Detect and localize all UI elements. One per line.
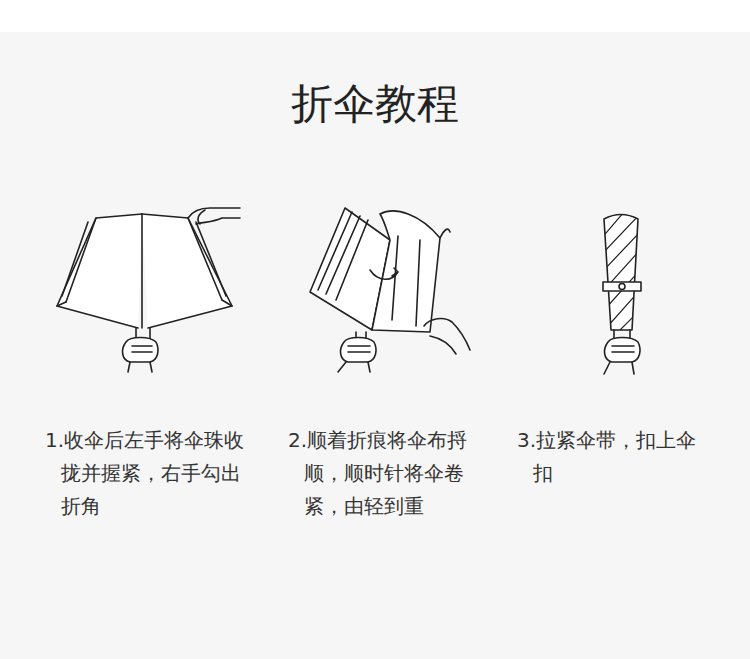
umbrella-open bbox=[57, 208, 240, 372]
page-title: 折伞教程 bbox=[0, 76, 750, 132]
step-text: 3.拉紧伞带，扣上伞扣 bbox=[517, 424, 703, 490]
step-text: 2.顺着折痕将伞布捋顺，顺时针将伞卷紧，由轻到重 bbox=[288, 424, 474, 523]
step-text: 1.收伞后左手将伞珠收拢并握紧，右手勾出折角 bbox=[45, 424, 251, 523]
umbrella-rolled bbox=[600, 205, 641, 374]
umbrella-rolling bbox=[310, 208, 470, 372]
